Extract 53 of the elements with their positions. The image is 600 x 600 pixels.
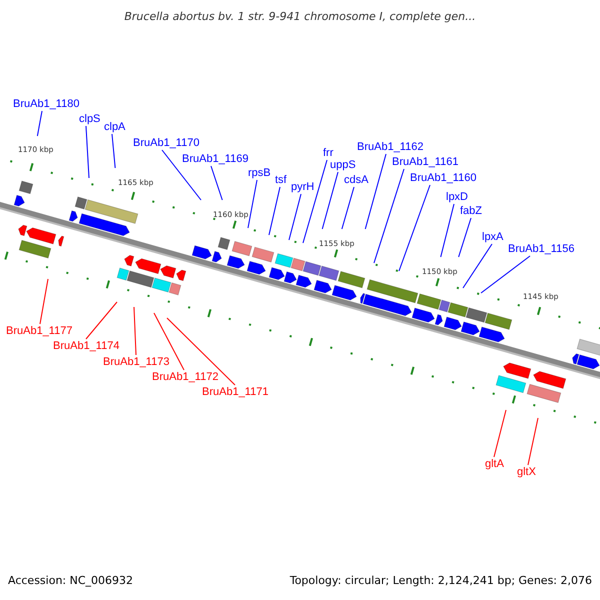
gene-label: fabZ: [460, 204, 482, 218]
leader-line: [154, 312, 184, 370]
leader-line: [398, 184, 430, 272]
gene-label: BruAb1_1177: [6, 324, 72, 338]
gene-label: BruAb1_1171: [202, 385, 268, 399]
leader-line: [480, 256, 530, 294]
gene-label: BruAb1_1180: [13, 97, 80, 111]
leader-line: [40, 278, 48, 324]
leader-line: [36, 110, 42, 136]
gene-label: cdsA: [344, 173, 368, 187]
map-info-text: Topology: circular; Length: 2,124,241 bp; Genes: 2,076: [290, 574, 592, 588]
leader-line: [341, 186, 354, 230]
leader-line: [458, 218, 472, 258]
gene-label: clpA: [104, 120, 126, 134]
leader-line: [86, 302, 118, 340]
leader-line: [86, 126, 90, 178]
leader-line: [462, 244, 492, 288]
map-info-text: Accession: NC_006932: [8, 574, 134, 588]
leader-line: [364, 154, 386, 230]
leader-line: [322, 172, 338, 230]
leader-line: [248, 180, 258, 228]
gene-label: BruAb1_1160: [410, 171, 476, 185]
gene-label: BruAb1_1162: [357, 140, 424, 154]
leader-line: [440, 204, 454, 258]
leader-line: [134, 306, 136, 356]
leader-line: [210, 166, 223, 200]
gene-label: clpS: [79, 112, 100, 126]
map-title: Brucella abortus bv. 1 str. 9-941 chromosome I, complete gen...: [123, 10, 477, 24]
leader-line: [166, 318, 236, 386]
leader-line: [268, 186, 280, 236]
gene-label: rpsB: [248, 166, 271, 180]
gene-label: lpxA: [482, 230, 504, 244]
leader-line: [112, 134, 116, 168]
gene-label: BruAb1_1173: [103, 355, 170, 369]
gene-label: BruAb1_1174: [53, 339, 120, 353]
gene-label: frr: [323, 146, 334, 160]
gene-label: lpxD: [446, 190, 468, 204]
leader-line: [288, 194, 302, 240]
leader-line: [374, 168, 404, 264]
gene-label: pyrH: [291, 180, 314, 194]
gene-label: BruAb1_1169: [182, 152, 248, 166]
gene-label: uppS: [330, 158, 356, 172]
gene-label: tsf: [275, 173, 287, 187]
gene-label: gltX: [517, 465, 536, 479]
leader-line: [528, 418, 538, 466]
leader-line: [162, 150, 202, 200]
gene-label: BruAb1_1170: [133, 136, 200, 150]
gene-label: gltA: [485, 457, 504, 471]
gene-label: BruAb1_1161: [392, 155, 458, 169]
gene-label: BruAb1_1172: [152, 370, 218, 384]
leader-line: [302, 160, 328, 244]
leader-line: [494, 410, 506, 458]
gene-label: BruAb1_1156: [508, 242, 574, 256]
